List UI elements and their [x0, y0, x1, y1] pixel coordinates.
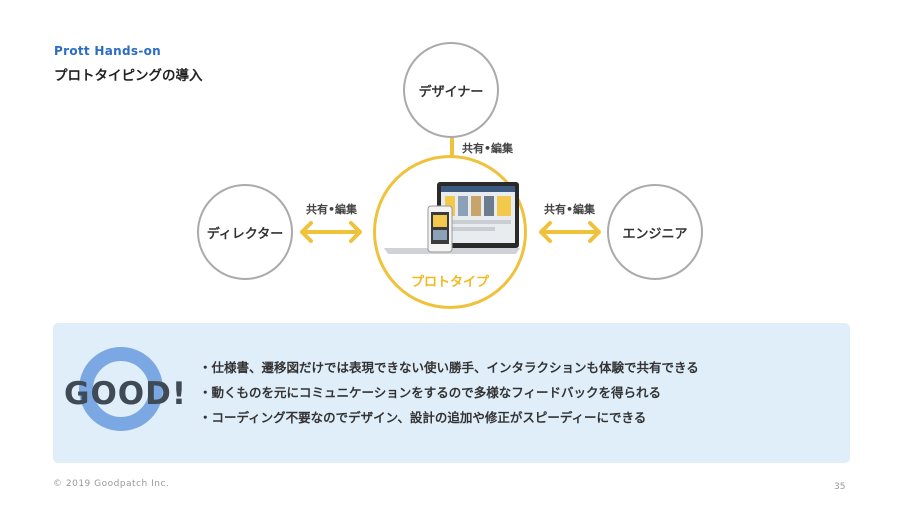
page-number: 35	[834, 482, 846, 492]
benefits-list: 仕様書、遷移図だけでは表現できない使い勝手、インタラクションも体験で共有できる …	[199, 359, 699, 434]
designer-label: デザイナー	[418, 84, 484, 100]
slide-kicker: Prott Hands-on	[54, 44, 161, 58]
director-label: ディレクター	[206, 226, 284, 242]
benefit-item: 動くものを元にコミュニケーションをするので多様なフィードバックを得られる	[199, 384, 699, 409]
arrow-left	[300, 221, 362, 243]
designer-circle: デザイナー	[403, 42, 499, 138]
copyright: © 2019 Goodpatch Inc.	[53, 479, 170, 489]
slide-title: プロトタイピングの導入	[54, 68, 203, 84]
share-edit-label-top: 共有•編集	[462, 142, 514, 155]
engineer-label: エンジニア	[622, 226, 688, 242]
director-circle: ディレクター	[197, 184, 293, 280]
benefit-item: 仕様書、遷移図だけでは表現できない使い勝手、インタラクションも体験で共有できる	[199, 359, 699, 384]
laptop-phone-illustration	[384, 182, 520, 254]
benefit-item: コーディング不要なのでデザイン、設計の追加や修正がスピーディーにできる	[199, 409, 699, 434]
good-ring-graphic	[79, 347, 163, 431]
share-edit-label-right: 共有•編集	[544, 203, 596, 216]
engineer-circle: エンジニア	[607, 184, 703, 280]
good-badge: GOOD!	[64, 376, 188, 412]
arrow-right	[539, 221, 601, 243]
share-edit-label-left: 共有•編集	[306, 203, 358, 216]
prototype-label: プロトタイプ	[410, 275, 489, 290]
